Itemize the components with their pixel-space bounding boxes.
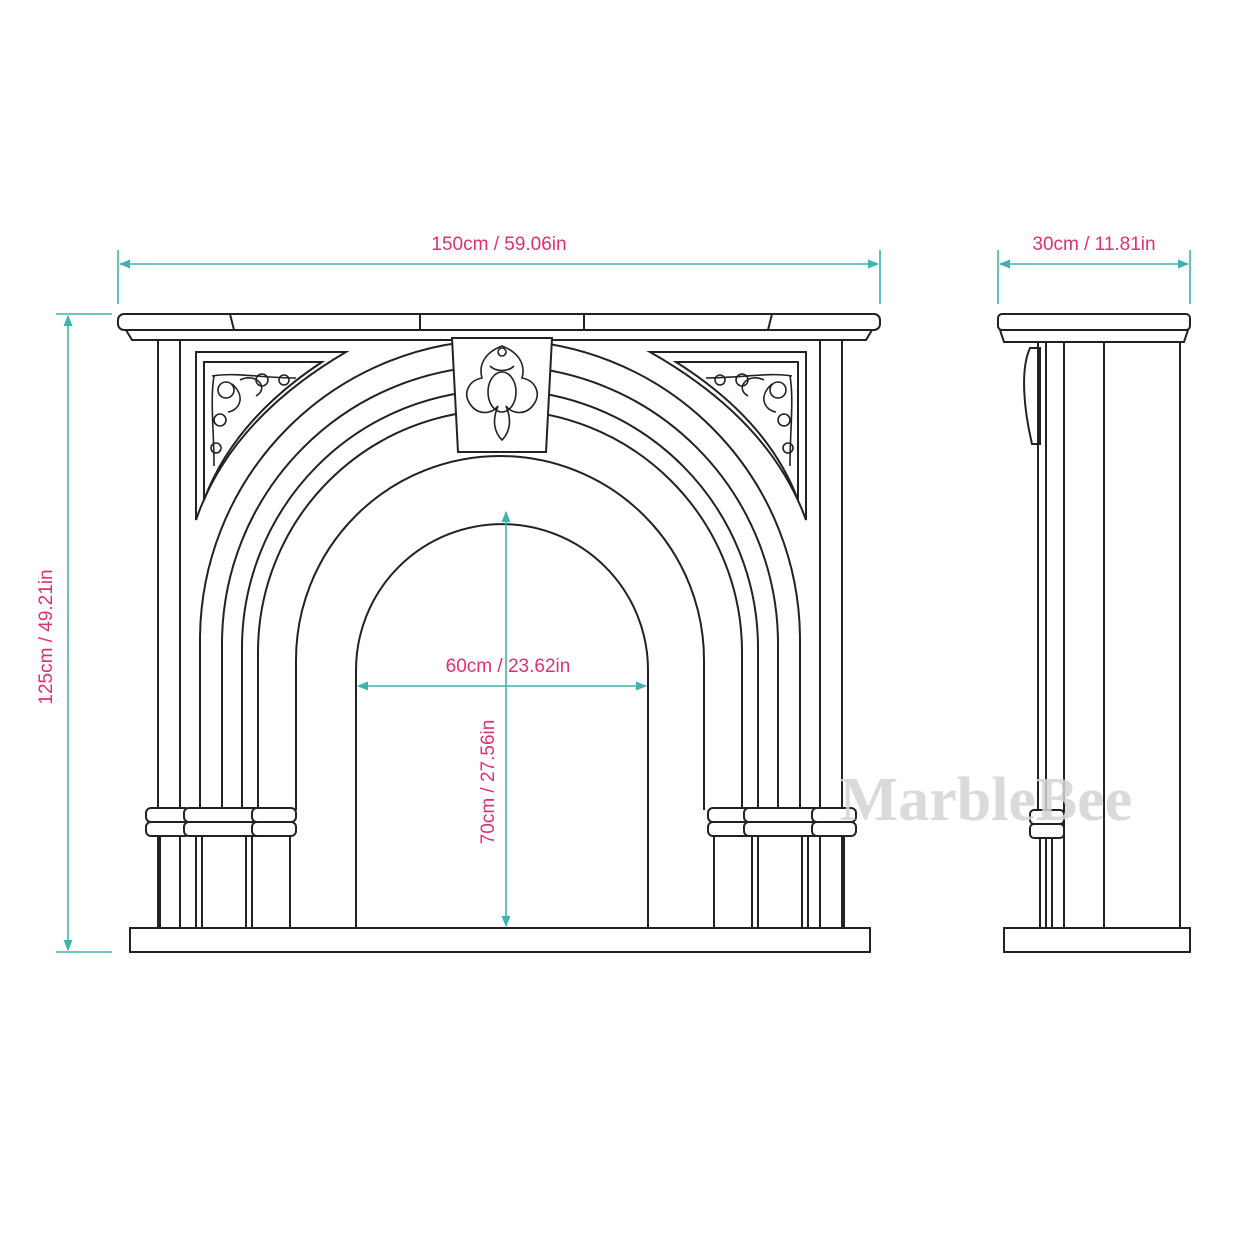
left-spandrel-panel	[195, 351, 350, 521]
overall-height-label: 125cm / 49.21in	[36, 569, 57, 704]
side-view	[997, 313, 1191, 953]
right-corner-carving	[705, 373, 794, 467]
left-columns	[145, 807, 297, 928]
side-hearth	[1003, 927, 1191, 953]
hearth-base	[129, 927, 871, 953]
opening-width-label: 60cm / 23.62in	[446, 656, 571, 677]
side-mantel	[997, 313, 1191, 331]
right-spandrel-panel	[646, 351, 807, 521]
depth-label: 30cm / 11.81in	[1032, 234, 1155, 255]
keystone-carving	[466, 345, 538, 442]
opening-height-label: 70cm / 27.56in	[478, 720, 499, 845]
right-columns	[707, 807, 857, 928]
left-corner-carving	[210, 373, 297, 467]
firebox-opening	[355, 523, 649, 928]
overall-width-label: 150cm / 59.06in	[431, 234, 566, 255]
brand-watermark: MarbleBee	[840, 766, 1133, 834]
dimension-lines	[56, 250, 1191, 953]
front-view	[117, 313, 881, 953]
keystone	[450, 337, 554, 453]
